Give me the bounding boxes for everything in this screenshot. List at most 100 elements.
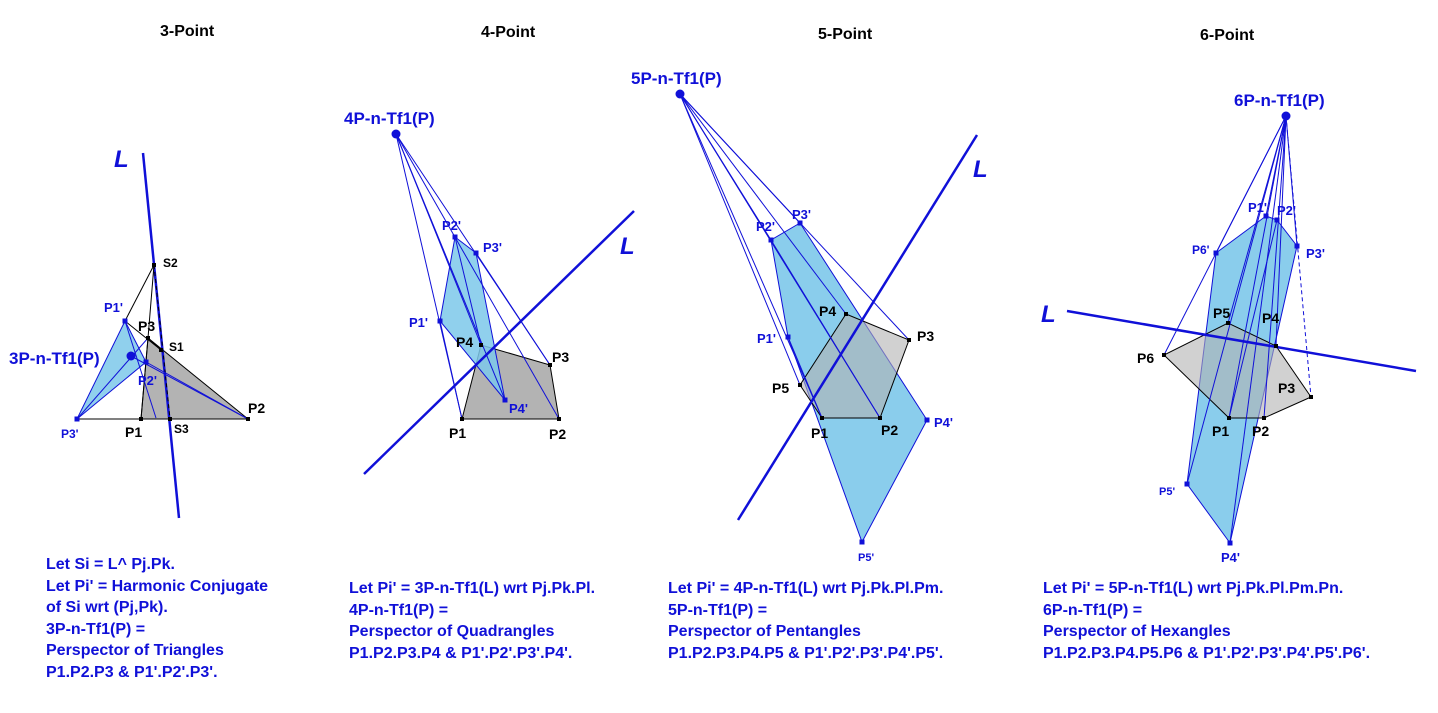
image-point — [437, 318, 443, 324]
panel-1-title: 3-Point — [160, 23, 215, 40]
point-label-p1: P1 — [1212, 423, 1229, 439]
base-point — [479, 343, 483, 347]
description-line: 4P-n-Tf1(P) = — [349, 601, 449, 619]
point-label-p2: P2 — [881, 422, 898, 438]
polygon-layer — [76, 215, 1312, 545]
description-line: Let Pi' = 5P-n-Tf1(L) wrt Pj.Pk.Pl.Pm.Pn… — [1043, 580, 1344, 597]
panel-2-description: Let Pi' = 3P-n-Tf1(L) wrt Pj.Pk.Pl. 4P-n… — [349, 578, 595, 664]
point-label-s2: S2 — [163, 256, 178, 270]
line-L-label: L — [1041, 301, 1056, 328]
description-line: Perspector of Quadrangles — [349, 623, 555, 640]
perspector-point — [391, 129, 401, 139]
point-label-p1: P1 — [125, 424, 142, 440]
construction-line — [439, 320, 463, 420]
description-line: Let Pi' = 3P-n-Tf1(L) wrt Pj.Pk.Pl. — [349, 580, 596, 597]
line-L — [736, 134, 979, 521]
perspective-line — [124, 320, 157, 419]
base-point — [1262, 416, 1266, 420]
point-label-p2-prime: P2' — [442, 218, 461, 233]
description-line: Let Pi' = 4P-n-Tf1(L) wrt Pj.Pk.Pl.Pm. — [668, 580, 944, 597]
panel-3-title: 5-Point — [818, 26, 873, 43]
construction-line — [153, 264, 171, 420]
image-point — [1227, 540, 1233, 546]
description-line: Perspector of Triangles — [46, 642, 224, 659]
perspective-line — [1186, 115, 1287, 485]
construction-line — [124, 320, 162, 351]
point-label-p3-prime: P3' — [61, 427, 79, 441]
description-line: of Si wrt (Pj,Pk). — [46, 599, 168, 616]
point-label-p2-prime: P2' — [756, 219, 775, 234]
point-label-p2: P2 — [549, 426, 566, 442]
point-label-p3: P3 — [1278, 380, 1295, 396]
point-label-p4: P4 — [819, 303, 836, 319]
perspective-line — [76, 337, 149, 420]
perspective-line — [679, 93, 847, 315]
point-label-p2: P2 — [248, 400, 265, 416]
base-pentangle — [799, 313, 910, 419]
image-point — [1184, 481, 1190, 487]
image-point — [74, 416, 80, 422]
point-label-p4-prime: P4' — [1221, 550, 1240, 565]
point-label-p4-prime: P4' — [509, 401, 528, 416]
point-label-p1: P1 — [449, 425, 466, 441]
perspector-label: 5P-n-Tf1(P) — [631, 69, 722, 88]
image-point — [1263, 213, 1269, 219]
image-point — [122, 318, 128, 324]
base-point — [460, 417, 464, 421]
point-label-p5-prime: P5' — [858, 552, 874, 564]
perspective-line — [1263, 115, 1287, 419]
perspector-point — [675, 89, 685, 99]
label-layer: L3P-n-Tf1(P)P1P2P3P1'P2'P3'S1S2S3L4P-n-T… — [9, 69, 1325, 565]
perspective-line — [1229, 115, 1287, 544]
point-label-p5: P5 — [1213, 305, 1230, 321]
point-label-p3-prime: P3' — [792, 207, 811, 222]
description-line: P1.P2.P3.P4.P5.P6 & P1'.P2'.P3'.P4'.P5'.… — [1043, 644, 1371, 662]
panel-2-title: 4-Point — [481, 24, 536, 41]
description-line: P1.P2.P3 & P1'.P2'.P3'. — [46, 663, 218, 681]
perspective-line — [1265, 115, 1287, 217]
line-L-label: L — [620, 233, 635, 260]
point-label-p4: P4 — [1262, 310, 1279, 326]
line-L-label: L — [973, 156, 988, 183]
point-label-p1-prime: P1' — [104, 300, 123, 315]
perspector-label: 3P-n-Tf1(P) — [9, 349, 100, 368]
perspective-line — [1228, 115, 1287, 419]
construction-line — [140, 337, 149, 420]
image-point — [473, 250, 479, 256]
perspective-line — [395, 133, 506, 401]
point-layer — [74, 89, 1313, 546]
description-line: 6P-n-Tf1(P) = — [1043, 601, 1143, 619]
panel-3-description: Let Pi' = 4P-n-Tf1(L) wrt Pj.Pk.Pl.Pm. 5… — [668, 578, 943, 664]
perspective-line — [395, 133, 551, 366]
perspector-label: 6P-n-Tf1(P) — [1234, 91, 1325, 110]
point-label-p2-prime: P2' — [1277, 203, 1296, 218]
point-label-p1-prime: P1' — [1248, 200, 1267, 215]
perspective-line — [1275, 115, 1287, 347]
point-label-p1-prime: P1' — [409, 315, 428, 330]
image-triangle — [76, 319, 147, 420]
construction-line — [454, 236, 482, 346]
line-L-label: L — [114, 146, 129, 173]
image-point — [1213, 250, 1219, 256]
construction-line — [1228, 219, 1278, 419]
base-triangle — [140, 337, 250, 420]
panel-1-description: Let Si = L^ Pj.Pk. Let Pi' = Harmonic Co… — [46, 554, 268, 683]
description-line: Perspector of Pentangles — [668, 623, 861, 640]
point-label-p3: P3 — [917, 328, 934, 344]
perspective-line — [1285, 115, 1312, 398]
image-point — [502, 397, 508, 403]
construction-line — [770, 239, 881, 419]
base-point — [557, 417, 561, 421]
perspective-line — [395, 133, 560, 420]
perspective-line — [679, 93, 801, 386]
image-point — [785, 334, 791, 340]
description-line: 3P-n-Tf1(P) = — [46, 620, 146, 638]
perspective-line — [679, 93, 801, 224]
base-point — [1309, 395, 1313, 399]
point-label-p3: P3 — [552, 349, 569, 365]
point-label-p3-prime: P3' — [1306, 246, 1325, 261]
perspective-line — [1285, 115, 1298, 247]
base-point — [159, 348, 163, 352]
perspective-line — [1215, 115, 1287, 254]
